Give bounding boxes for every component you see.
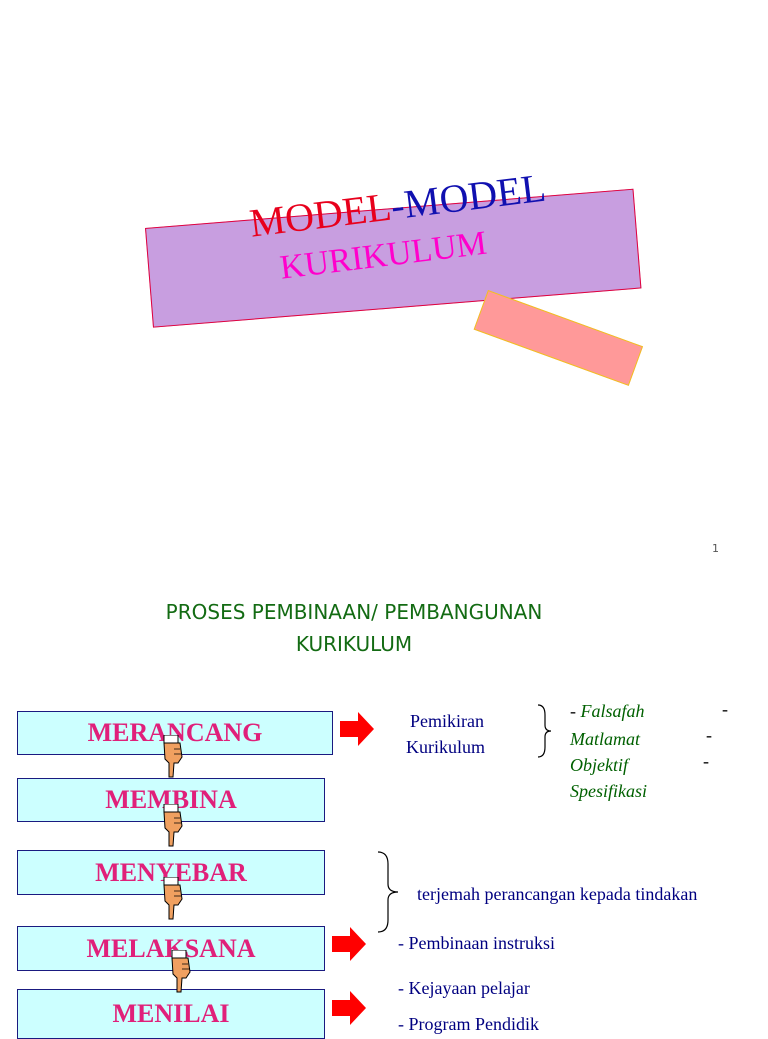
curly-brace-icon bbox=[377, 851, 399, 933]
red-arrow-icon bbox=[332, 927, 366, 961]
terjemah-text: terjemah perancangan kepada tindakan bbox=[417, 884, 698, 904]
pointing-hand-icon bbox=[163, 804, 183, 847]
list-item: Spesifikasi bbox=[570, 781, 647, 801]
red-arrow-icon bbox=[332, 991, 366, 1025]
slide2-title-line2: KURIKULUM bbox=[295, 632, 413, 656]
list-trailing-dash: - bbox=[703, 751, 709, 771]
list-trailing-dash: - bbox=[722, 699, 728, 719]
decorative-pink-box bbox=[473, 290, 644, 386]
slide2-title: PROSES PEMBINAAN/ PEMBANGUNAN KURIKULUM bbox=[60, 596, 648, 660]
list-item: Matlamat bbox=[570, 729, 640, 749]
page-number: 1 bbox=[712, 542, 719, 555]
pointing-hand-icon bbox=[163, 735, 183, 778]
list-item: - Falsafah bbox=[570, 701, 645, 721]
list-item: Objektif bbox=[570, 755, 628, 775]
step-menilai: MENILAI bbox=[17, 989, 325, 1039]
pemikiran-line1: Pemikiran bbox=[410, 711, 484, 731]
pemikiran-line2: Kurikulum bbox=[406, 737, 485, 757]
red-arrow-icon bbox=[340, 712, 374, 746]
pointing-hand-icon bbox=[163, 877, 183, 920]
pointing-hand-icon bbox=[171, 950, 191, 993]
slide2-title-line1: PROSES PEMBINAAN/ PEMBANGUNAN bbox=[165, 600, 543, 624]
kejayaan-text: - Kejayaan pelajar bbox=[398, 978, 530, 998]
list-trailing-dash: - bbox=[706, 725, 712, 745]
program-text: - Program Pendidik bbox=[398, 1014, 539, 1034]
step-melaksana: MELAKSANA bbox=[17, 926, 325, 971]
curly-brace-icon bbox=[537, 704, 552, 758]
objective-list: - Falsafah Matlamat Objektif Spesifikasi bbox=[570, 698, 647, 804]
pembinaan-text: - Pembinaan instruksi bbox=[398, 933, 555, 953]
